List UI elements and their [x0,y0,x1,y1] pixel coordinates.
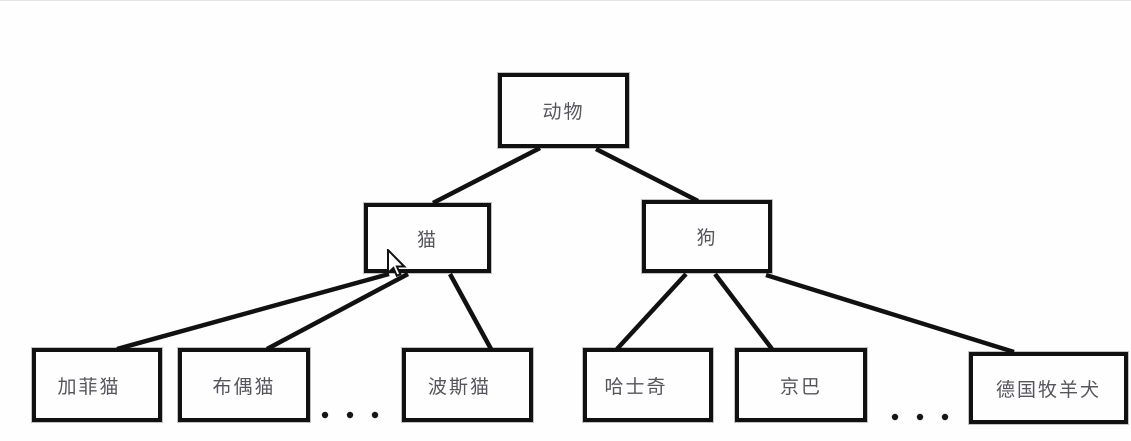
edge-cat-ragdoll [265,272,410,351]
node-husky: 哈士奇 [582,347,714,423]
node-animal: 动物 [497,72,630,149]
node-persian-cat: 波斯猫 [401,347,534,423]
node-garfield-cat-label: 加菲猫 [57,375,121,398]
ellipsis-dots-cats [321,411,379,419]
edge-cat-persian [448,272,493,351]
node-cat: 猫 [363,202,492,274]
node-german-shepherd-label: 德国牧羊犬 [995,378,1101,401]
top-edge-line [0,0,1131,1]
node-pekingese-label: 京巴 [779,375,822,398]
node-garfield-cat: 加菲猫 [31,347,163,423]
ellipsis-dots-dogs [891,413,949,421]
node-ragdoll-cat: 布偶猫 [177,347,311,423]
node-cat-label: 猫 [416,228,438,251]
node-pekingese: 京巴 [734,347,868,423]
node-dog-label: 狗 [696,227,718,249]
node-animal-label: 动物 [542,101,585,123]
edge-animal-cat [431,145,542,206]
node-husky-label: 哈士奇 [604,375,668,398]
edge-dog-husky [615,272,688,351]
edge-dog-german-shepherd [765,272,1015,355]
edge-cat-garfield [116,271,390,352]
node-persian-cat-label: 波斯猫 [427,375,491,398]
node-ragdoll-cat-label: 布偶猫 [212,375,276,398]
edge-animal-dog [594,146,700,204]
edge-dog-pekingese [713,272,774,351]
node-german-shepherd: 德国牧羊犬 [968,351,1129,425]
node-dog: 狗 [641,199,773,274]
